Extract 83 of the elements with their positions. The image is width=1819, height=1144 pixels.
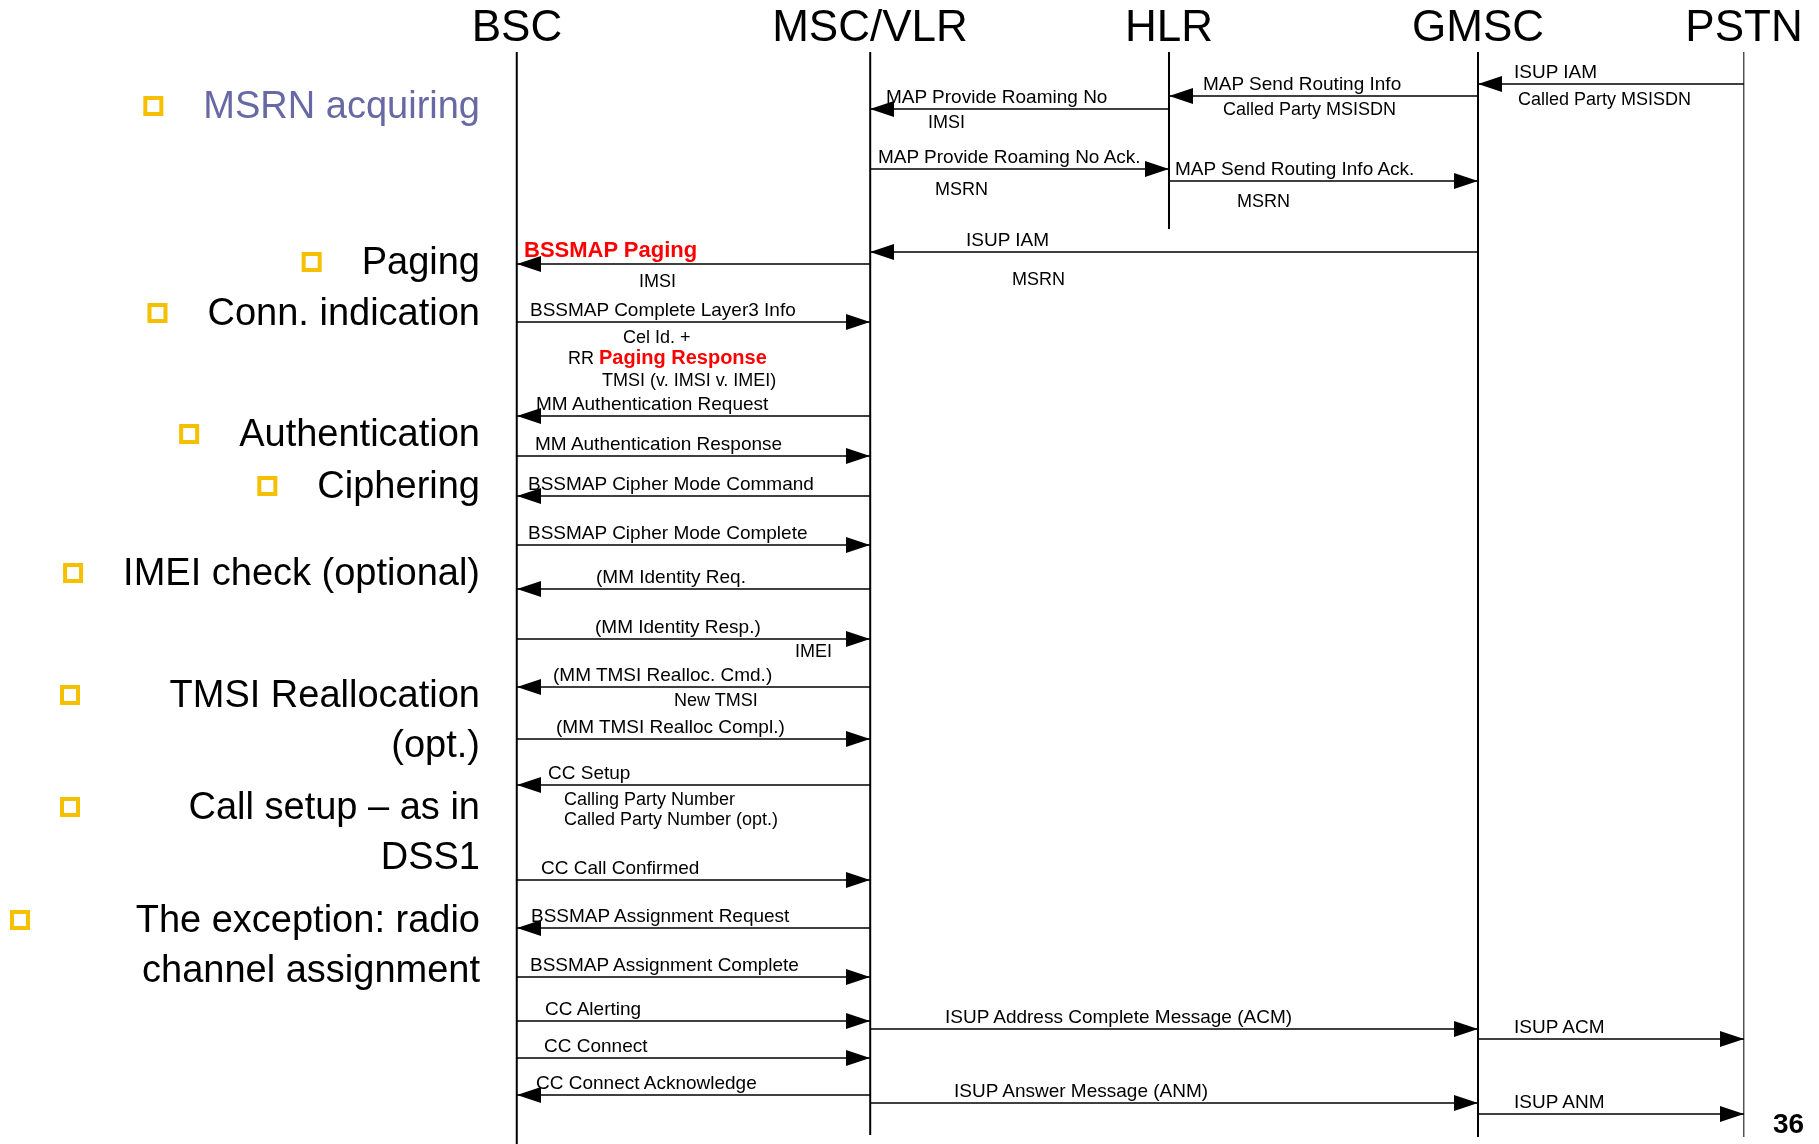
message-parameter: Called Party MSISDN	[1518, 90, 1692, 109]
arrow	[516, 1087, 871, 1103]
topic-text: Conn. indication	[207, 290, 480, 335]
arrow	[1477, 1031, 1745, 1047]
message-parameter: RR Paging Response	[568, 348, 767, 368]
topic-text: Ciphering	[317, 463, 480, 508]
edge-label: BSSMAP Assignment Complete	[530, 955, 799, 975]
arrow	[1168, 173, 1479, 189]
edge-label: BSSMAP Complete Layer3 Info	[530, 300, 796, 320]
edge-label: ISUP Answer Message (ANM)	[954, 1081, 1209, 1101]
message-parameter: IMEI	[795, 642, 832, 661]
topic-text: IMEI check (optional)	[123, 550, 480, 595]
edge-label: (MM TMSI Realloc Compl.)	[556, 717, 785, 737]
arrow	[1477, 1106, 1745, 1122]
arrow	[869, 1021, 1479, 1037]
edge-label: CC Connect Acknowledge	[536, 1073, 757, 1093]
arrow	[516, 1013, 871, 1029]
edge-label: ISUP ANM	[1514, 1092, 1605, 1112]
lifeline-label: BSC	[471, 0, 563, 52]
edge-label: MAP Send Routing Info Ack.	[1175, 159, 1415, 179]
arrow	[516, 1050, 871, 1066]
edge-label: BSSMAP Assignment Request	[531, 906, 790, 926]
arrow	[516, 256, 871, 272]
arrow	[516, 969, 871, 985]
arrow	[516, 488, 871, 504]
topic-text: Paging	[361, 239, 480, 284]
message-parameter: New TMSI	[674, 691, 758, 710]
topic-text: MSRN acquiring	[203, 83, 480, 128]
arrow	[516, 314, 871, 330]
message-parameter: Called Party Number (opt.)	[564, 810, 779, 829]
arrow	[516, 631, 871, 647]
edge-label: MAP Send Routing Info	[1203, 74, 1402, 94]
edge-label: ISUP ACM	[1514, 1017, 1605, 1037]
message-parameter: IMSI	[639, 272, 676, 291]
message-parameter: MSRN	[1012, 270, 1065, 289]
arrow	[1168, 88, 1479, 104]
topic-text: Call setup – as in DSS1	[187, 784, 480, 879]
arrow	[516, 448, 871, 464]
edge-label: MAP Provide Roaming No Ack.	[878, 147, 1141, 167]
edge-label: (MM TMSI Realloc. Cmd.)	[553, 665, 773, 685]
edge-label: ISUP IAM	[966, 230, 1050, 250]
lifeline-label: GMSC	[1412, 0, 1544, 52]
arrow	[1477, 76, 1745, 92]
message-parameter: TMSI (v. IMSI v. IMEI)	[602, 371, 777, 390]
message-parameter: MSRN	[935, 180, 988, 199]
topic-text: Authentication	[239, 411, 480, 456]
message-parameter: MSRN	[1237, 192, 1290, 211]
edge-label: BSSMAP Cipher Mode Complete	[528, 523, 808, 543]
lifeline-label: PSTN	[1685, 0, 1803, 52]
edge-label: CC Setup	[548, 763, 631, 783]
edge-label: CC Connect	[544, 1036, 648, 1056]
edge-label: BSSMAP Cipher Mode Command	[528, 474, 814, 494]
arrow	[869, 244, 1479, 260]
edge-label: CC Call Confirmed	[541, 858, 700, 878]
edge-label: CC Alerting	[545, 999, 642, 1019]
edge-label: BSSMAP Paging	[524, 239, 698, 261]
message-parameter: Cel Id. +	[623, 328, 691, 347]
arrow	[869, 1095, 1479, 1111]
edge-label: MM Authentication Response	[535, 434, 783, 454]
topic-text: The exception: radio channel assignment	[134, 897, 480, 992]
message-parameter: Calling Party Number	[564, 790, 736, 809]
arrow	[869, 161, 1170, 177]
arrow	[516, 537, 871, 553]
arrow	[516, 581, 871, 597]
arrow	[516, 920, 871, 936]
edge-label: ISUP IAM	[1514, 62, 1598, 82]
lifeline-label: HLR	[1125, 0, 1213, 52]
edge-label: MM Authentication Request	[536, 394, 769, 414]
arrow	[516, 777, 871, 793]
topic-text: TMSI Reallocation (opt.)	[168, 672, 480, 767]
page-number: 36	[1773, 1108, 1805, 1140]
message-parameter: Called Party MSISDN	[1223, 100, 1397, 119]
arrow	[516, 679, 871, 695]
edge-label: MAP Provide Roaming No	[886, 87, 1108, 107]
arrow	[516, 872, 871, 888]
arrow	[869, 101, 1170, 117]
edge-label: (MM Identity Resp.)	[595, 617, 761, 637]
edge-label: ISUP Address Complete Message (ACM)	[945, 1007, 1293, 1027]
message-parameter: IMSI	[928, 113, 965, 132]
arrow	[516, 731, 871, 747]
lifeline-label: MSC/VLR	[772, 0, 968, 52]
edge-label: (MM Identity Req.	[596, 567, 746, 587]
arrow	[516, 408, 871, 424]
